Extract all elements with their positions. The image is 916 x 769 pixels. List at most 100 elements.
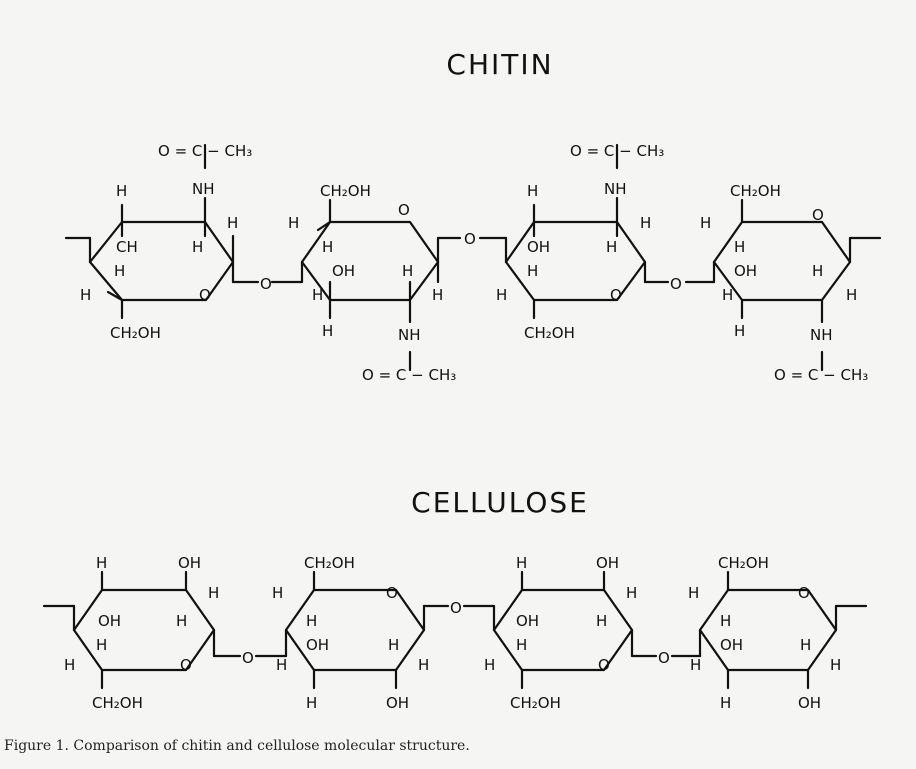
h-atom: H (700, 214, 711, 232)
h-atom: H (227, 214, 238, 232)
h-atom: H (722, 286, 733, 304)
cellulose-unit-2: CH₂OH H H OH H H O H H OH O (254, 554, 462, 712)
h-atom: H (734, 238, 745, 256)
oh-group: OH (798, 694, 821, 712)
h-atom: H (306, 694, 317, 712)
ch-group: CH (116, 238, 138, 256)
ring-oxygen: O (610, 286, 622, 304)
chitin-chain: H CH H H NH O = C − CH₃ H H O CH₂OH O (64, 142, 882, 384)
glycosidic-oxygen: O (658, 649, 670, 667)
h-atom: H (64, 656, 75, 674)
h-atom: H (176, 612, 187, 630)
nh-group: NH (604, 180, 627, 198)
acetyl-group: O = C − CH₃ (362, 366, 456, 384)
h-atom: H (626, 584, 637, 602)
ring-oxygen: O (398, 201, 410, 219)
h-atom: H (418, 656, 429, 674)
h-atom: H (720, 694, 731, 712)
h-atom: H (596, 612, 607, 630)
chitin-unit-2: CH₂OH H H OH H H O H H NH O = C − CH₃ O (270, 182, 476, 384)
h-atom: H (322, 238, 333, 256)
h-atom: H (527, 182, 538, 200)
h-atom: H (734, 322, 745, 340)
ch2oh-group: CH₂OH (304, 554, 355, 572)
oh-group: OH (527, 238, 550, 256)
oh-group: OH (178, 554, 201, 572)
oh-group: OH (306, 636, 329, 654)
oh-group: OH (596, 554, 619, 572)
h-atom: H (288, 214, 299, 232)
oh-group: OH (516, 612, 539, 630)
h-atom: H (800, 636, 811, 654)
h-atom: H (690, 656, 701, 674)
oh-group: OH (734, 262, 757, 280)
glycosidic-oxygen: O (464, 230, 476, 248)
glycosidic-oxygen: O (450, 599, 462, 617)
h-atom: H (96, 554, 107, 572)
chitin-unit-3: H OH H H NH O = C − CH₃ H H O CH₂OH O (478, 142, 682, 342)
acetyl-group: O = C − CH₃ (570, 142, 664, 160)
h-atom: H (96, 636, 107, 654)
h-atom: H (720, 612, 731, 630)
chitin-unit-1: H CH H H NH O = C − CH₃ H H O CH₂OH O (64, 142, 272, 342)
h-atom: H (114, 262, 125, 280)
ch2oh-group: CH₂OH (110, 324, 161, 342)
h-atom: H (312, 286, 323, 304)
oh-group: OH (98, 612, 121, 630)
cellulose-title: CELLULOSE (411, 486, 589, 519)
glycosidic-oxygen: O (670, 275, 682, 293)
glycosidic-oxygen: O (242, 649, 254, 667)
h-atom: H (272, 584, 283, 602)
glycosidic-oxygen: O (260, 275, 272, 293)
h-atom: H (402, 262, 413, 280)
chitin-unit-4: CH₂OH H H OH H H O H H NH O = C − CH₃ (684, 182, 882, 384)
oh-group: OH (720, 636, 743, 654)
cellulose-chain: H OH OH H H H H O CH₂OH O CH₂OH H H OH H (42, 554, 868, 712)
ring-oxygen: O (598, 656, 610, 674)
h-atom: H (527, 262, 538, 280)
ring-oxygen: O (180, 656, 192, 674)
h-atom: H (606, 238, 617, 256)
oh-group: OH (332, 262, 355, 280)
h-atom: H (640, 214, 651, 232)
h-atom: H (812, 262, 823, 280)
h-atom: H (80, 286, 91, 304)
nh-group: NH (192, 180, 215, 198)
h-atom: H (846, 286, 857, 304)
h-atom: H (484, 656, 495, 674)
ring-oxygen: O (812, 206, 824, 224)
chitin-title: CHITIN (446, 48, 553, 81)
ch2oh-group: CH₂OH (730, 182, 781, 200)
ch2oh-group: CH₂OH (510, 694, 561, 712)
h-atom: H (830, 656, 841, 674)
ch2oh-group: CH₂OH (320, 182, 371, 200)
ring-oxygen: O (386, 584, 398, 602)
nh-group: NH (398, 326, 421, 344)
h-atom: H (322, 322, 333, 340)
acetyl-group: O = C − CH₃ (774, 366, 868, 384)
ring-oxygen: O (798, 584, 810, 602)
oh-group: OH (386, 694, 409, 712)
h-atom: H (388, 636, 399, 654)
ch2oh-group: CH₂OH (524, 324, 575, 342)
nh-group: NH (810, 326, 833, 344)
h-atom: H (688, 584, 699, 602)
acetyl-group: O = C − CH₃ (158, 142, 252, 160)
figure-caption: Figure 1. Comparison of chitin and cellu… (4, 738, 470, 754)
ch2oh-group: CH₂OH (92, 694, 143, 712)
h-atom: H (516, 636, 527, 654)
h-atom: H (116, 182, 127, 200)
h-atom: H (192, 238, 203, 256)
ring-oxygen: O (199, 286, 211, 304)
h-atom: H (208, 584, 219, 602)
h-atom: H (496, 286, 507, 304)
h-atom: H (276, 656, 287, 674)
h-atom: H (306, 612, 317, 630)
h-atom: H (432, 286, 443, 304)
cellulose-unit-1: H OH OH H H H H O CH₂OH O (42, 554, 254, 712)
cellulose-unit-3: H OH OH H H H H O CH₂OH O (462, 554, 670, 712)
ch2oh-group: CH₂OH (718, 554, 769, 572)
cellulose-unit-4: CH₂OH H H OH H H O H H OH (670, 554, 868, 712)
